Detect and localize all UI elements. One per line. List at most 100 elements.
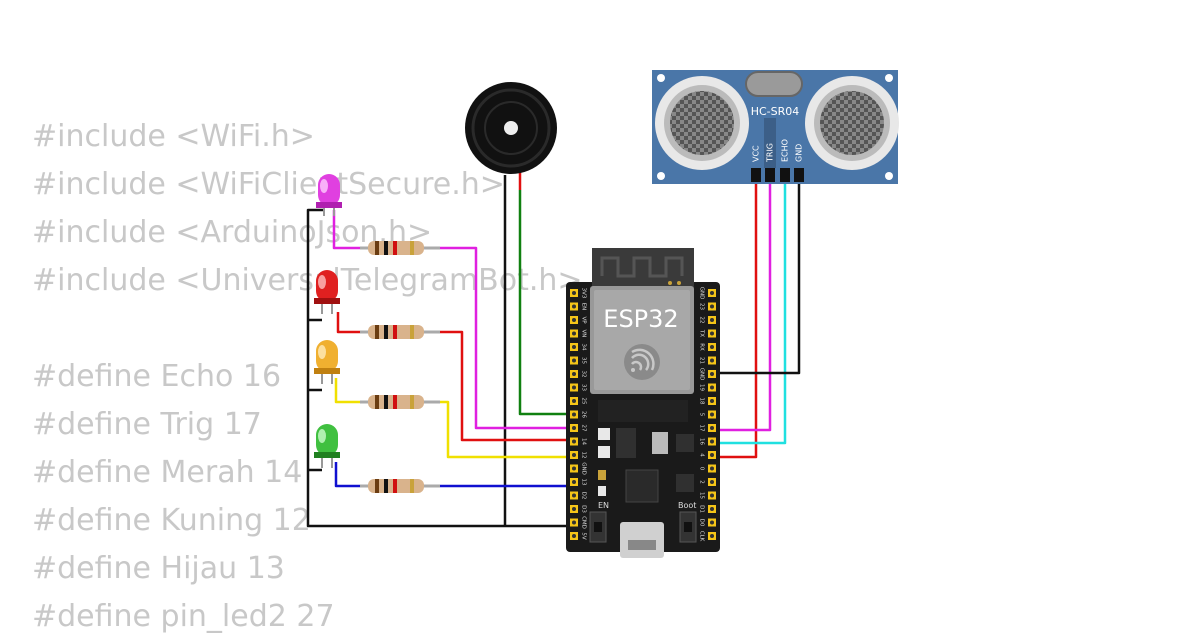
- wire-sensor-echo: [712, 182, 787, 445]
- pin-hole: [572, 493, 576, 498]
- pin-label: 3V3: [581, 288, 587, 299]
- pin-label: 25: [581, 398, 587, 405]
- pin-hole: [710, 507, 714, 511]
- code-line: #define Merah 14: [32, 455, 303, 490]
- pin-label: 0: [699, 467, 705, 471]
- pin-hole: [572, 291, 576, 295]
- code-line: #define Trig 17: [32, 407, 262, 442]
- resistor-icon: [360, 479, 440, 493]
- pin-label: TX: [699, 329, 705, 337]
- wire-buzzer-signal: [518, 190, 578, 416]
- pin-hole: [710, 318, 714, 322]
- pin-label: GND: [699, 287, 705, 300]
- led-green-icon: [314, 424, 340, 468]
- pin-hole: [710, 439, 714, 444]
- code-line: #include <WiFiClientSecure.h>: [32, 167, 505, 202]
- resistor-icon: [360, 325, 440, 339]
- pin-label: D1: [699, 505, 705, 513]
- wire-blue-led: [334, 462, 578, 488]
- pin-hole: [710, 358, 714, 363]
- pin-hole: [710, 453, 714, 457]
- pin-label: D2: [581, 492, 587, 500]
- sensor-pin: [751, 168, 761, 182]
- code-line: #include <UniversalTelegramBot.h>: [32, 263, 583, 298]
- pin-hole: [572, 453, 576, 457]
- pin-hole: [710, 345, 714, 349]
- sensor-name: HC-SR04: [751, 105, 800, 118]
- transducer-left-icon: [655, 76, 749, 170]
- pin-label: 22: [699, 317, 705, 324]
- code-line: #define Echo 16: [32, 359, 282, 394]
- pin-label: 16: [699, 438, 705, 445]
- pin-hole: [572, 534, 576, 538]
- pin-label: GND: [699, 368, 705, 381]
- pin-label: 4: [699, 453, 705, 457]
- pin-hole: [572, 480, 576, 484]
- pin-label: 32: [581, 371, 587, 378]
- wire-sensor-gnd: [712, 182, 801, 375]
- pin-hole: [572, 372, 576, 376]
- resistor-icon: [360, 241, 440, 255]
- pin-label: 12: [581, 452, 587, 459]
- pin-hole: [572, 412, 576, 417]
- pin-hole: [572, 345, 576, 349]
- pin-hole: [710, 372, 714, 376]
- pin-label: 5: [699, 413, 705, 417]
- code-line: #define Hijau 13: [32, 551, 285, 586]
- sensor-pin-label: TRIG: [766, 143, 775, 163]
- pin-hole: [710, 534, 714, 538]
- pin-label: 23: [699, 303, 705, 310]
- pin-label: 18: [699, 398, 705, 405]
- pin-label: GND: [581, 462, 587, 475]
- pin-hole: [572, 466, 576, 471]
- led-red-icon: [314, 270, 340, 314]
- pin-hole: [710, 426, 714, 430]
- boot-button-label: Boot: [678, 501, 696, 510]
- led-yellow-icon: [314, 340, 340, 384]
- code-listing: #include <WiFi.h> #include <WiFiClientSec…: [32, 113, 583, 641]
- sensor-pin-label: VCC: [752, 145, 761, 162]
- pin-hole: [572, 358, 576, 363]
- pin-label: 13: [581, 479, 587, 486]
- pin-hole: [710, 385, 714, 390]
- pin-hole: [572, 520, 576, 525]
- wires: [306, 172, 801, 528]
- led-magenta-icon: [316, 174, 342, 216]
- wire-magenta-led: [332, 210, 578, 430]
- buzzer-icon: [465, 82, 557, 174]
- wifi-logo-icon: [624, 344, 660, 380]
- left-pin-column: 3V3ENVPVN343532332526271412GND13D2D3CMD5…: [570, 288, 587, 540]
- pin-label: CLK: [699, 531, 705, 542]
- pin-label: CMD: [581, 516, 587, 529]
- pin-label: 14: [581, 438, 587, 445]
- wire-gnd-leds: [306, 208, 324, 528]
- pin-hole: [572, 318, 576, 322]
- wire-red-led: [336, 312, 578, 442]
- pin-hole: [572, 399, 576, 403]
- code-line: #include <WiFi.h>: [32, 119, 315, 154]
- sensor-pin: [794, 168, 804, 182]
- code-line: #define Kuning 12: [32, 503, 311, 538]
- pin-hole: [572, 439, 576, 444]
- sensor-pin-label: ECHO: [781, 139, 790, 162]
- pin-label: 15: [699, 492, 705, 499]
- pin-label: 21: [699, 357, 705, 364]
- resistor-icon: [360, 395, 440, 409]
- pin-label: VP: [581, 316, 587, 324]
- usb-port-icon: [620, 522, 664, 558]
- pin-label: 26: [581, 411, 587, 418]
- code-line: #define pin_led2 27: [32, 599, 335, 634]
- pin-hole: [710, 399, 714, 403]
- pin-label: 17: [699, 425, 705, 432]
- pin-hole: [572, 331, 576, 336]
- wire-sensor-vcc: [712, 182, 758, 459]
- pin-label: 33: [581, 384, 587, 391]
- pin-label: 19: [699, 384, 705, 391]
- pin-hole: [710, 466, 714, 471]
- pin-label: RX: [699, 343, 705, 351]
- pin-label: EN: [581, 303, 587, 311]
